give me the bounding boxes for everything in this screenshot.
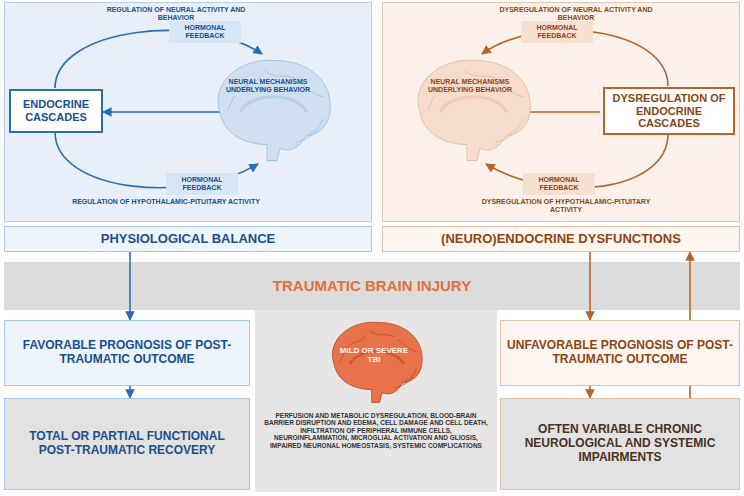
illustration-label: NEURAL MECHANISMS UNDERLYING BEHAVIOR [218,78,318,94]
node-text: TRAUMATIC BRAIN INJURY [273,277,471,294]
process-box: DYSREGULATION OF ENDOCRINE CASCADES [603,87,735,135]
node-text: DYSREGULATION OF HYPOTHALAMIC-PITUITARY … [466,198,666,214]
brain-illustration [332,322,422,402]
node-text: DYSREGULATION OF ENDOCRINE CASCADES [611,92,727,130]
flow-arrow [689,386,691,398]
process-box: HORMONAL FEEDBACK [523,173,595,195]
node-text: PHYSIOLOGICAL BALANCE [101,232,276,247]
regulation-arrow [103,111,232,113]
feedback-arc [55,30,262,88]
process-box: (NEURO)ENDOCRINE DYSFUNCTIONS [382,226,740,252]
process-box: ENDOCRINE CASCADES [9,89,103,133]
process-box: UNFAVORABLE PROGNOSIS OF POST-TRAUMATIC … [500,320,740,386]
node-text: (NEURO)ENDOCRINE DYSFUNCTIONS [441,232,681,247]
node-text: ENDOCRINE CASCADES [17,98,95,123]
feedback-arc [55,132,258,188]
node-text: OFTEN VARIABLE CHRONIC NEUROLOGICAL AND … [507,423,733,464]
flow-arrow [689,252,691,320]
process-box: TOTAL OR PARTIAL FUNCTIONAL POST-TRAUMAT… [4,398,250,490]
node-text: REGULATION OF NEURAL ACTIVITY AND BEHAVI… [96,6,256,22]
node-text: FAVORABLE PROGNOSIS OF POST-TRAUMATIC OU… [11,339,243,367]
node-text: HORMONAL FEEDBACK [529,176,589,192]
node-text: HORMONAL FEEDBACK [527,24,587,40]
node-text: PERFUSION AND METABOLIC DYSREGULATION, B… [262,412,490,449]
flow-arrow [589,386,591,398]
flow-arrow [589,252,591,320]
node-text: REGULATION OF HYPOTHALAMIC-PITUITARY ACT… [72,198,260,206]
illustration-label: NEURAL MECHANISMS UNDERLYING BEHAVIOR [420,78,520,94]
panel: TRAUMATIC BRAIN INJURY [4,262,740,310]
process-box: HORMONAL FEEDBACK [166,173,238,195]
process-box: FAVORABLE PROGNOSIS OF POST-TRAUMATIC OU… [4,320,250,386]
process-box: PHYSIOLOGICAL BALANCE [4,226,372,252]
flow-arrow [129,252,131,320]
brain-illustration [418,60,530,160]
node-text: UNFAVORABLE PROGNOSIS OF POST-TRAUMATIC … [507,339,733,367]
process-box: HORMONAL FEEDBACK [169,21,241,43]
node-text: MILD OR SEVERE TBI [334,346,414,364]
node-text: HORMONAL FEEDBACK [172,176,232,192]
process-box: HORMONAL FEEDBACK [521,21,593,43]
node-text: DYSREGULATION OF NEURAL ACTIVITY AND BEH… [491,6,661,22]
flow-arrow [129,386,131,398]
node-text: TOTAL OR PARTIAL FUNCTIONAL POST-TRAUMAT… [11,430,243,458]
feedback-arc [486,134,668,188]
process-box: OFTEN VARIABLE CHRONIC NEUROLOGICAL AND … [500,398,740,490]
brain-illustration [218,60,330,160]
node-text: HORMONAL FEEDBACK [175,24,235,40]
